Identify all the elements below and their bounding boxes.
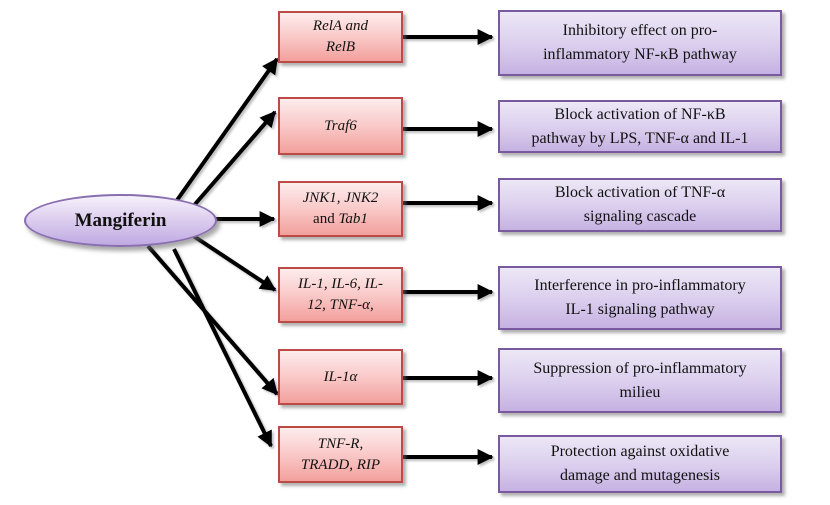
gene-box-il1a: IL-1α [278,349,403,405]
gene-label: Traf6 [324,117,357,134]
arrow-source-to-tnfr [172,248,273,448]
effect-box-il1-interference: Interference in pro-inflammatory IL-1 si… [498,266,782,330]
effect-box-nfkb-inhibition: Inhibitory effect on pro- inflammatory N… [498,10,782,76]
gene-label-italic-part: Tab1 [338,211,368,227]
gene-label: IL-1α [323,368,358,385]
effect-box-nfkb-block: Block activation of NF-κB pathway by LPS… [498,100,782,153]
arrow-source-to-il1a [146,244,279,396]
effect-box-protection: Protection against oxidative damage and … [498,435,782,493]
gene-label: TNF-R, TRADD, RIP [300,435,381,473]
effect-box-suppression: Suppression of pro-inflammatory milieu [498,348,782,413]
source-label: Mangiferin [74,209,167,231]
gene-label-italic-part: JNK1, JNK2 [302,190,379,206]
gene-box-traf6: Traf6 [278,97,403,155]
gene-box-rela-relb: RelA and RelB [278,11,403,63]
gene-box-tnfr: TNF-R, TRADD, RIP [278,426,403,483]
effect-label: Block activation of TNF-α signaling casc… [554,184,726,225]
gene-box-il1-il6: IL-1, IL-6, IL- 12, TNF-α, [278,267,403,323]
arrow-source-to-traf6 [188,110,277,212]
arrow-source-to-rela-relb [173,57,279,205]
effect-label: Suppression of pro-inflammatory milieu [533,359,747,401]
effect-box-tnfa-block: Block activation of TNF-α signaling casc… [498,178,782,232]
effect-label: Inhibitory effect on pro- inflammatory N… [543,22,737,63]
source-node-mangiferin: Mangiferin [24,194,217,247]
gene-label: IL-1, IL-6, IL- 12, TNF-α, [298,276,383,313]
effect-label: Interference in pro-inflammatory IL-1 si… [534,277,746,318]
effect-label: Block activation of NF-κB pathway by LPS… [531,105,749,147]
gene-label: JNK1, JNK2 and Tab1 [303,188,379,230]
effect-label: Protection against oxidative damage and … [550,443,730,484]
gene-box-jnk: JNK1, JNK2 and Tab1 [278,181,403,237]
gene-label-plain-part: and [313,211,335,227]
gene-label: RelA and RelB [312,18,369,55]
arrow-source-to-il1-il6 [190,233,277,292]
